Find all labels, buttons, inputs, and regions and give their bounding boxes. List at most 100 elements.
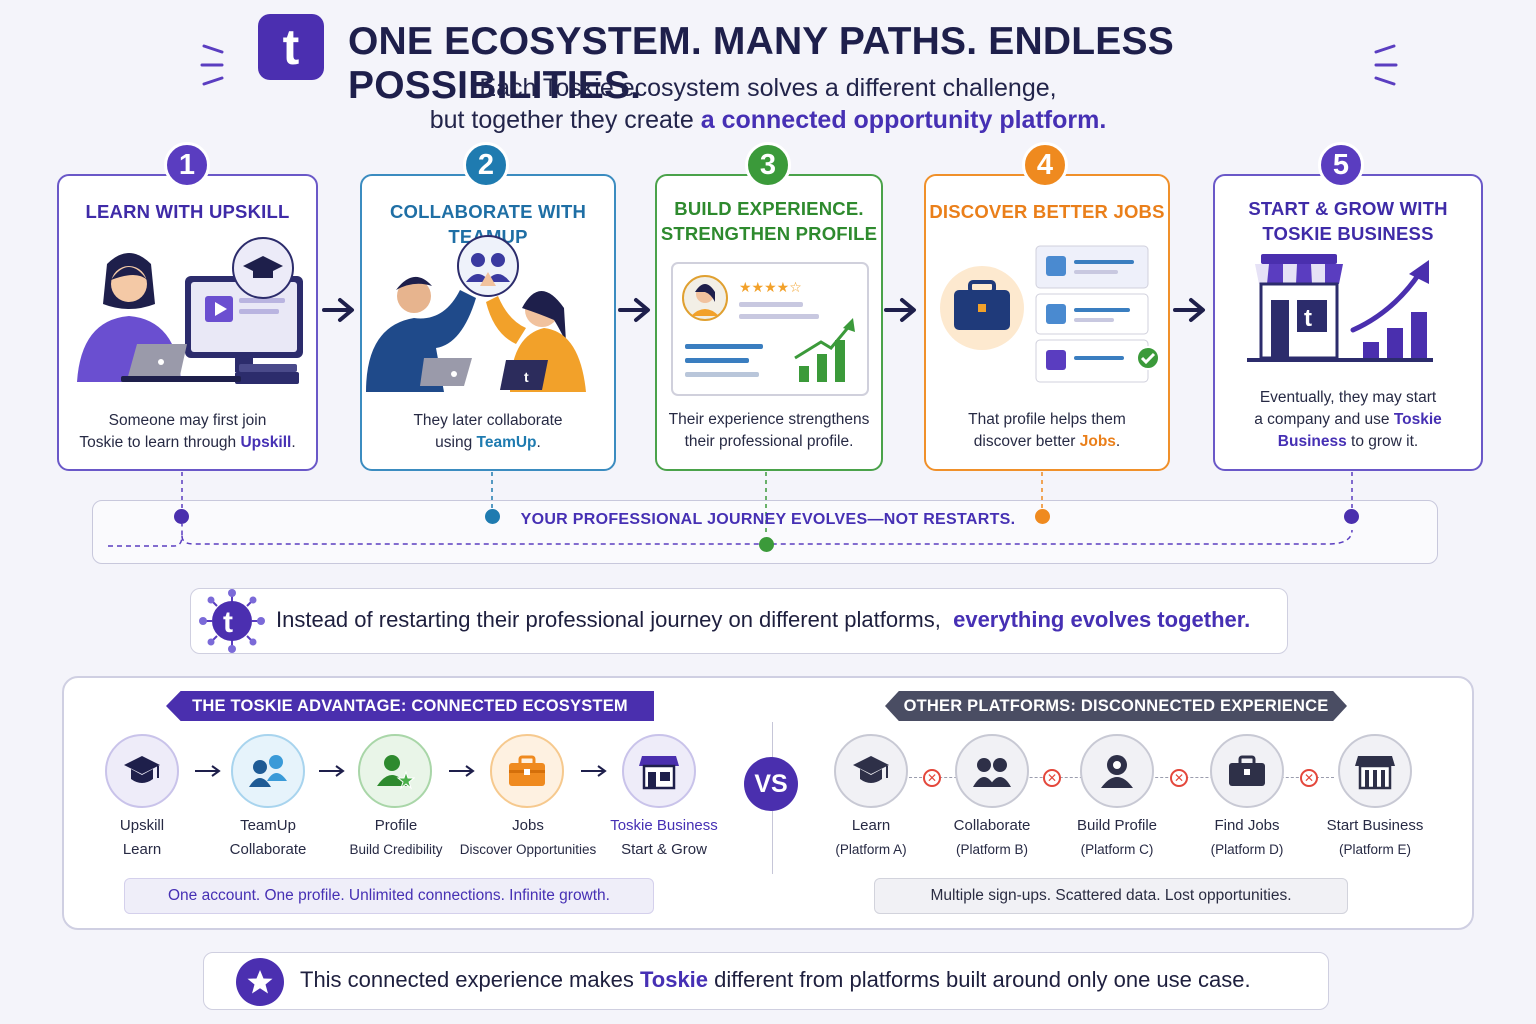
step-number-1: 1 (164, 142, 210, 188)
toskie-node-business (622, 734, 696, 808)
other-node-label: Find Jobs(Platform D) (1167, 814, 1327, 862)
node-name: Collaborate (953, 817, 1031, 834)
journey-text: YOUR PROFESSIONAL JOURNEY EVOLVES—NOT RE… (520, 511, 1016, 528)
toskie-advantage-ribbon: THE TOSKIE ADVANTAGE: CONNECTED ECOSYSTE… (166, 691, 654, 721)
learning-person-illustration (77, 237, 303, 384)
toskie-node-upskill (105, 734, 179, 808)
step-desc-line: using TeamUp. (368, 432, 608, 454)
node-name: Build Profile (1076, 817, 1158, 834)
arrow-right-icon (618, 298, 650, 322)
step-card-jobs: DISCOVER BETTER JOBS That profile helps … (924, 174, 1170, 471)
node-sub: (Platform A) (835, 842, 907, 857)
vs-badge: VS (744, 757, 798, 811)
step-desc-line: a company and use Toskie (1221, 409, 1475, 431)
storefront-icon (639, 756, 679, 790)
sparkle-lines-right-icon (1374, 44, 1398, 86)
step-desc-highlight: Jobs (1079, 433, 1116, 450)
evolve-banner (190, 588, 1288, 654)
node-name: Profile (374, 817, 418, 834)
step-card-teamup: COLLABORATE WITH TEAMUP t They later col… (360, 174, 616, 471)
step-desc-line: Toskie to learn through Upskill. (65, 432, 310, 454)
node-sub: Start & Grow (621, 841, 707, 858)
arrow-right-icon (319, 765, 345, 777)
subtitle-accent: a connected opportunity platform. (700, 106, 1107, 134)
page-subtitle: Each Toskie ecosystem solves a different… (300, 72, 1236, 136)
step-desc-text: their professional profile. (684, 433, 854, 450)
step-title: START & GROW WITH TOSKIE BUSINESS (1215, 196, 1481, 246)
step-desc-text: . (536, 434, 541, 451)
other-tagline: Multiple sign-ups. Scattered data. Lost … (874, 878, 1348, 914)
step-desc-text: discover better (973, 433, 1080, 450)
step-card-upskill: LEARN WITH UPSKILL Someone may first joi… (57, 174, 318, 471)
svg-text:t: t (524, 369, 529, 385)
other-node-collaborate (955, 734, 1029, 808)
footer-accent: Toskie (639, 967, 709, 992)
footer-suffix: different from platforms built around on… (708, 967, 1251, 992)
arrow-right-icon (449, 765, 475, 777)
other-node-find-jobs (1210, 734, 1284, 808)
node-name: Toskie Business (610, 817, 718, 834)
node-sub: (Platform E) (1338, 842, 1411, 857)
team-icon (249, 755, 287, 787)
banner-accent: everything evolves together. (953, 607, 1251, 632)
sparkle-lines-left-icon (200, 44, 224, 86)
node-sub: (Platform C) (1080, 842, 1154, 857)
step-title-line: LEARN WITH UPSKILL (85, 201, 290, 222)
footer-banner (203, 952, 1329, 1010)
node-name: Start Business (1326, 817, 1424, 834)
toskie-tagline: One account. One profile. Unlimited conn… (124, 878, 654, 914)
star-icon (247, 970, 273, 994)
node-name: Jobs (512, 817, 544, 834)
toskie-node-teamup (231, 734, 305, 808)
banner-prefix: Instead of restarting their professional… (276, 607, 941, 632)
node-sub: Learn (122, 841, 162, 858)
svg-text:t: t (223, 606, 233, 639)
step-desc-line: Business to grow it. (1221, 431, 1475, 453)
high-five-illustration: t (366, 235, 586, 392)
graduation-cap-icon (124, 756, 160, 783)
step-desc: Eventually, they may start a company and… (1221, 387, 1475, 453)
node-sub: Build Credibility (349, 842, 443, 857)
profile-star-icon (377, 755, 415, 790)
journey-dot (759, 537, 774, 552)
step-desc-highlight: TeamUp (476, 434, 537, 451)
briefcase-icon (1229, 755, 1265, 786)
step-desc: Someone may first join Toskie to learn t… (65, 410, 310, 454)
broken-link-x-icon: ✕ (1043, 769, 1061, 787)
step-desc: Their experience strengthens their profe… (663, 409, 875, 453)
node-name: Find Jobs (1214, 817, 1280, 834)
broken-link-x-icon: ✕ (923, 769, 941, 787)
step-card-profile: BUILD EXPERIENCE. STRENGTHEN PROFILE ★★★… (655, 174, 883, 471)
team-icon (973, 758, 1011, 787)
node-name: Learn (851, 817, 891, 834)
node-sub: (Platform B) (955, 842, 1028, 857)
step-desc-line: Eventually, they may start (1259, 389, 1437, 406)
subtitle-prefix: but together they create (429, 106, 701, 134)
step-desc-line: discover better Jobs. (932, 431, 1162, 453)
journey-dot (1035, 509, 1050, 524)
svg-text:★★★★☆: ★★★★☆ (739, 280, 802, 296)
step-number-4: 4 (1022, 142, 1068, 188)
step-desc-text: Toskie to learn through (79, 434, 241, 451)
svg-text:t: t (1304, 305, 1312, 332)
step-desc: They later collaborate using TeamUp. (368, 410, 608, 454)
arrow-right-icon (322, 298, 354, 322)
subtitle-line-2: but together they create a connected opp… (300, 104, 1236, 136)
step-desc-text: . (291, 434, 296, 451)
step-desc-line: That profile helps them (968, 411, 1126, 428)
step-title: LEARN WITH UPSKILL (59, 199, 316, 224)
toskie-node-profile (358, 734, 432, 808)
step-number-3: 3 (745, 142, 791, 188)
other-node-label: Build Profile (Platform C) (1037, 814, 1197, 862)
broken-link-x-icon: ✕ (1300, 769, 1318, 787)
step-desc-highlight: Toskie (1393, 411, 1442, 428)
broken-link-x-icon: ✕ (1170, 769, 1188, 787)
network-logo-icon: t (199, 589, 265, 653)
step-desc-text: . (1115, 433, 1121, 450)
graduation-cap-icon (853, 756, 889, 783)
journey-strip (92, 500, 1438, 564)
star-badge (236, 958, 284, 1006)
step-title-line: BUILD EXPERIENCE. (674, 198, 864, 219)
